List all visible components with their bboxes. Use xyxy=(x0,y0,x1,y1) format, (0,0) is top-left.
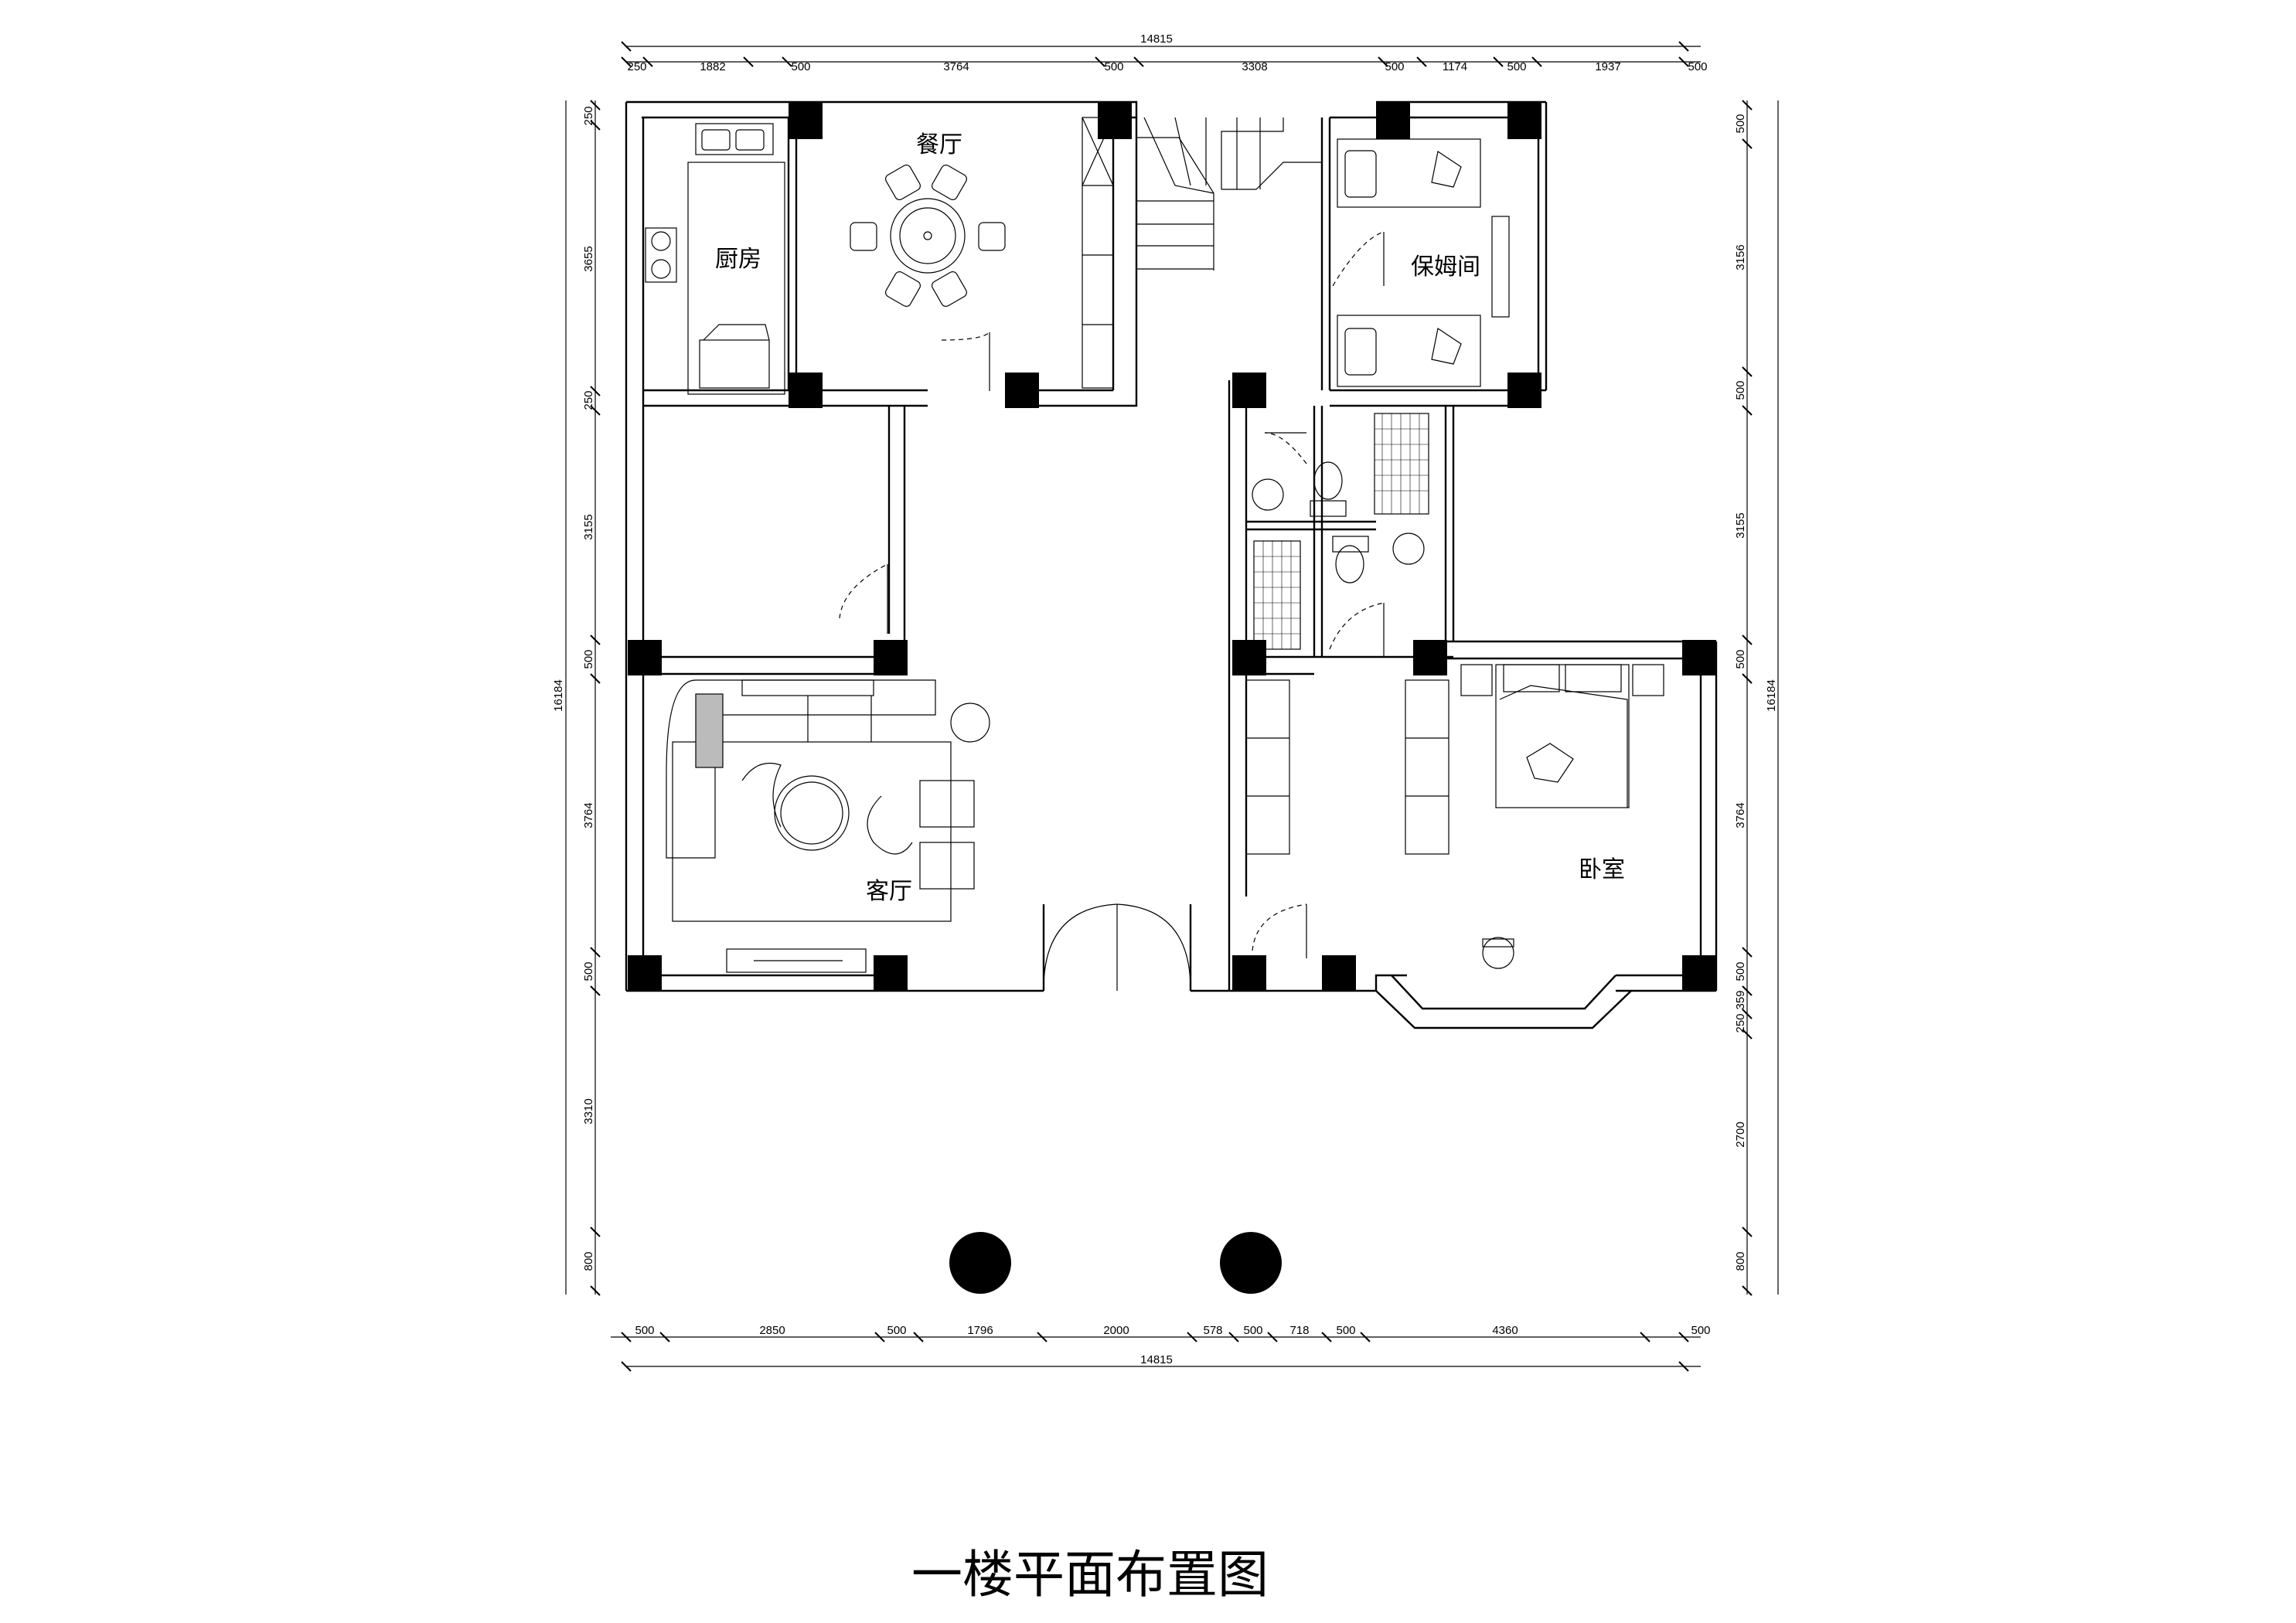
door-leaves xyxy=(887,232,1385,991)
nanny-room-beds xyxy=(1337,138,1510,387)
bathroom-fixtures xyxy=(1252,413,1429,650)
dim-top-3: 500 xyxy=(791,60,810,73)
dim-right-7: 500 xyxy=(1734,961,1747,981)
room-label-living: 客厅 xyxy=(866,878,912,905)
dining-table-set xyxy=(850,117,1114,389)
dim-bottom-10: 4360 xyxy=(1492,1324,1518,1337)
dim-right-10: 2700 xyxy=(1734,1121,1747,1147)
kitchen-counter xyxy=(645,123,785,395)
shower-tiles xyxy=(1254,413,1429,649)
dim-bottom-6: 578 xyxy=(1203,1324,1222,1337)
dim-bottom-1: 500 xyxy=(635,1324,654,1337)
dimension-lines xyxy=(565,46,1779,1367)
dim-top-total: 14815 xyxy=(1140,32,1173,46)
dim-top-8: 1174 xyxy=(1443,60,1467,73)
dim-right-6: 3764 xyxy=(1734,802,1747,828)
dim-right-2: 3156 xyxy=(1734,244,1747,270)
dim-bottom-3: 500 xyxy=(887,1324,906,1337)
porch-column-left xyxy=(949,1232,1011,1294)
dim-right-total: 16184 xyxy=(1765,679,1778,712)
dim-left-total: 16184 xyxy=(552,679,565,712)
dim-bottom-8: 718 xyxy=(1289,1324,1309,1337)
dim-left-6: 3764 xyxy=(582,802,595,828)
dim-right-5: 500 xyxy=(1734,649,1747,669)
dim-bottom-total: 14815 xyxy=(1140,1353,1173,1366)
wardrobes xyxy=(1245,679,1449,855)
dim-left-5: 500 xyxy=(582,649,595,669)
dim-top-7: 500 xyxy=(1385,60,1404,73)
living-room-furniture xyxy=(666,679,990,973)
dim-bottom-11: 500 xyxy=(1691,1324,1710,1337)
dim-left-8: 3310 xyxy=(582,1098,595,1124)
dim-left-2: 3655 xyxy=(582,246,595,271)
dim-top-1: 250 xyxy=(627,60,646,73)
porch-column-right xyxy=(1220,1232,1282,1294)
dim-right-8: 359 xyxy=(1734,990,1747,1009)
dim-right-9: 250 xyxy=(1734,1013,1747,1033)
dim-left-1: 250 xyxy=(582,106,595,125)
doors xyxy=(839,231,1385,951)
dimension-ticks xyxy=(590,41,1753,1372)
walls xyxy=(625,100,1718,1029)
dim-left-4: 3155 xyxy=(582,514,595,539)
dim-left-7: 500 xyxy=(582,961,595,981)
room-label-nanny: 保姆间 xyxy=(1411,253,1480,281)
dim-top-11: 500 xyxy=(1688,60,1707,73)
drawing-title: 一楼平面布置图 xyxy=(911,1545,1269,1604)
dim-bottom-2: 2850 xyxy=(759,1324,785,1337)
dim-bottom-5: 2000 xyxy=(1103,1324,1129,1337)
dim-top-4: 3764 xyxy=(943,60,969,73)
dim-right-11: 800 xyxy=(1734,1251,1747,1271)
dim-bottom-9: 500 xyxy=(1336,1324,1355,1337)
room-label-kitchen: 厨房 xyxy=(715,246,761,273)
room-label-dining: 餐厅 xyxy=(916,131,962,158)
dim-top-6: 3308 xyxy=(1242,60,1267,73)
room-label-bedroom: 卧室 xyxy=(1579,856,1625,883)
dim-right-3: 500 xyxy=(1734,380,1747,400)
dim-bottom-7: 500 xyxy=(1243,1324,1262,1337)
structural-columns xyxy=(628,102,1716,1294)
dim-left-9: 800 xyxy=(582,1251,595,1271)
staircase xyxy=(1136,117,1322,270)
dim-left-3: 250 xyxy=(582,390,595,410)
dim-top-2: 1882 xyxy=(700,60,725,73)
dim-top-9: 500 xyxy=(1507,60,1526,73)
dim-top-5: 500 xyxy=(1104,60,1123,73)
dim-right-1: 500 xyxy=(1734,114,1747,133)
dim-top-10: 1937 xyxy=(1595,60,1620,73)
dim-bottom-4: 1796 xyxy=(967,1324,993,1337)
dim-right-4: 3155 xyxy=(1734,512,1747,538)
bedroom-furniture xyxy=(1460,664,1664,969)
